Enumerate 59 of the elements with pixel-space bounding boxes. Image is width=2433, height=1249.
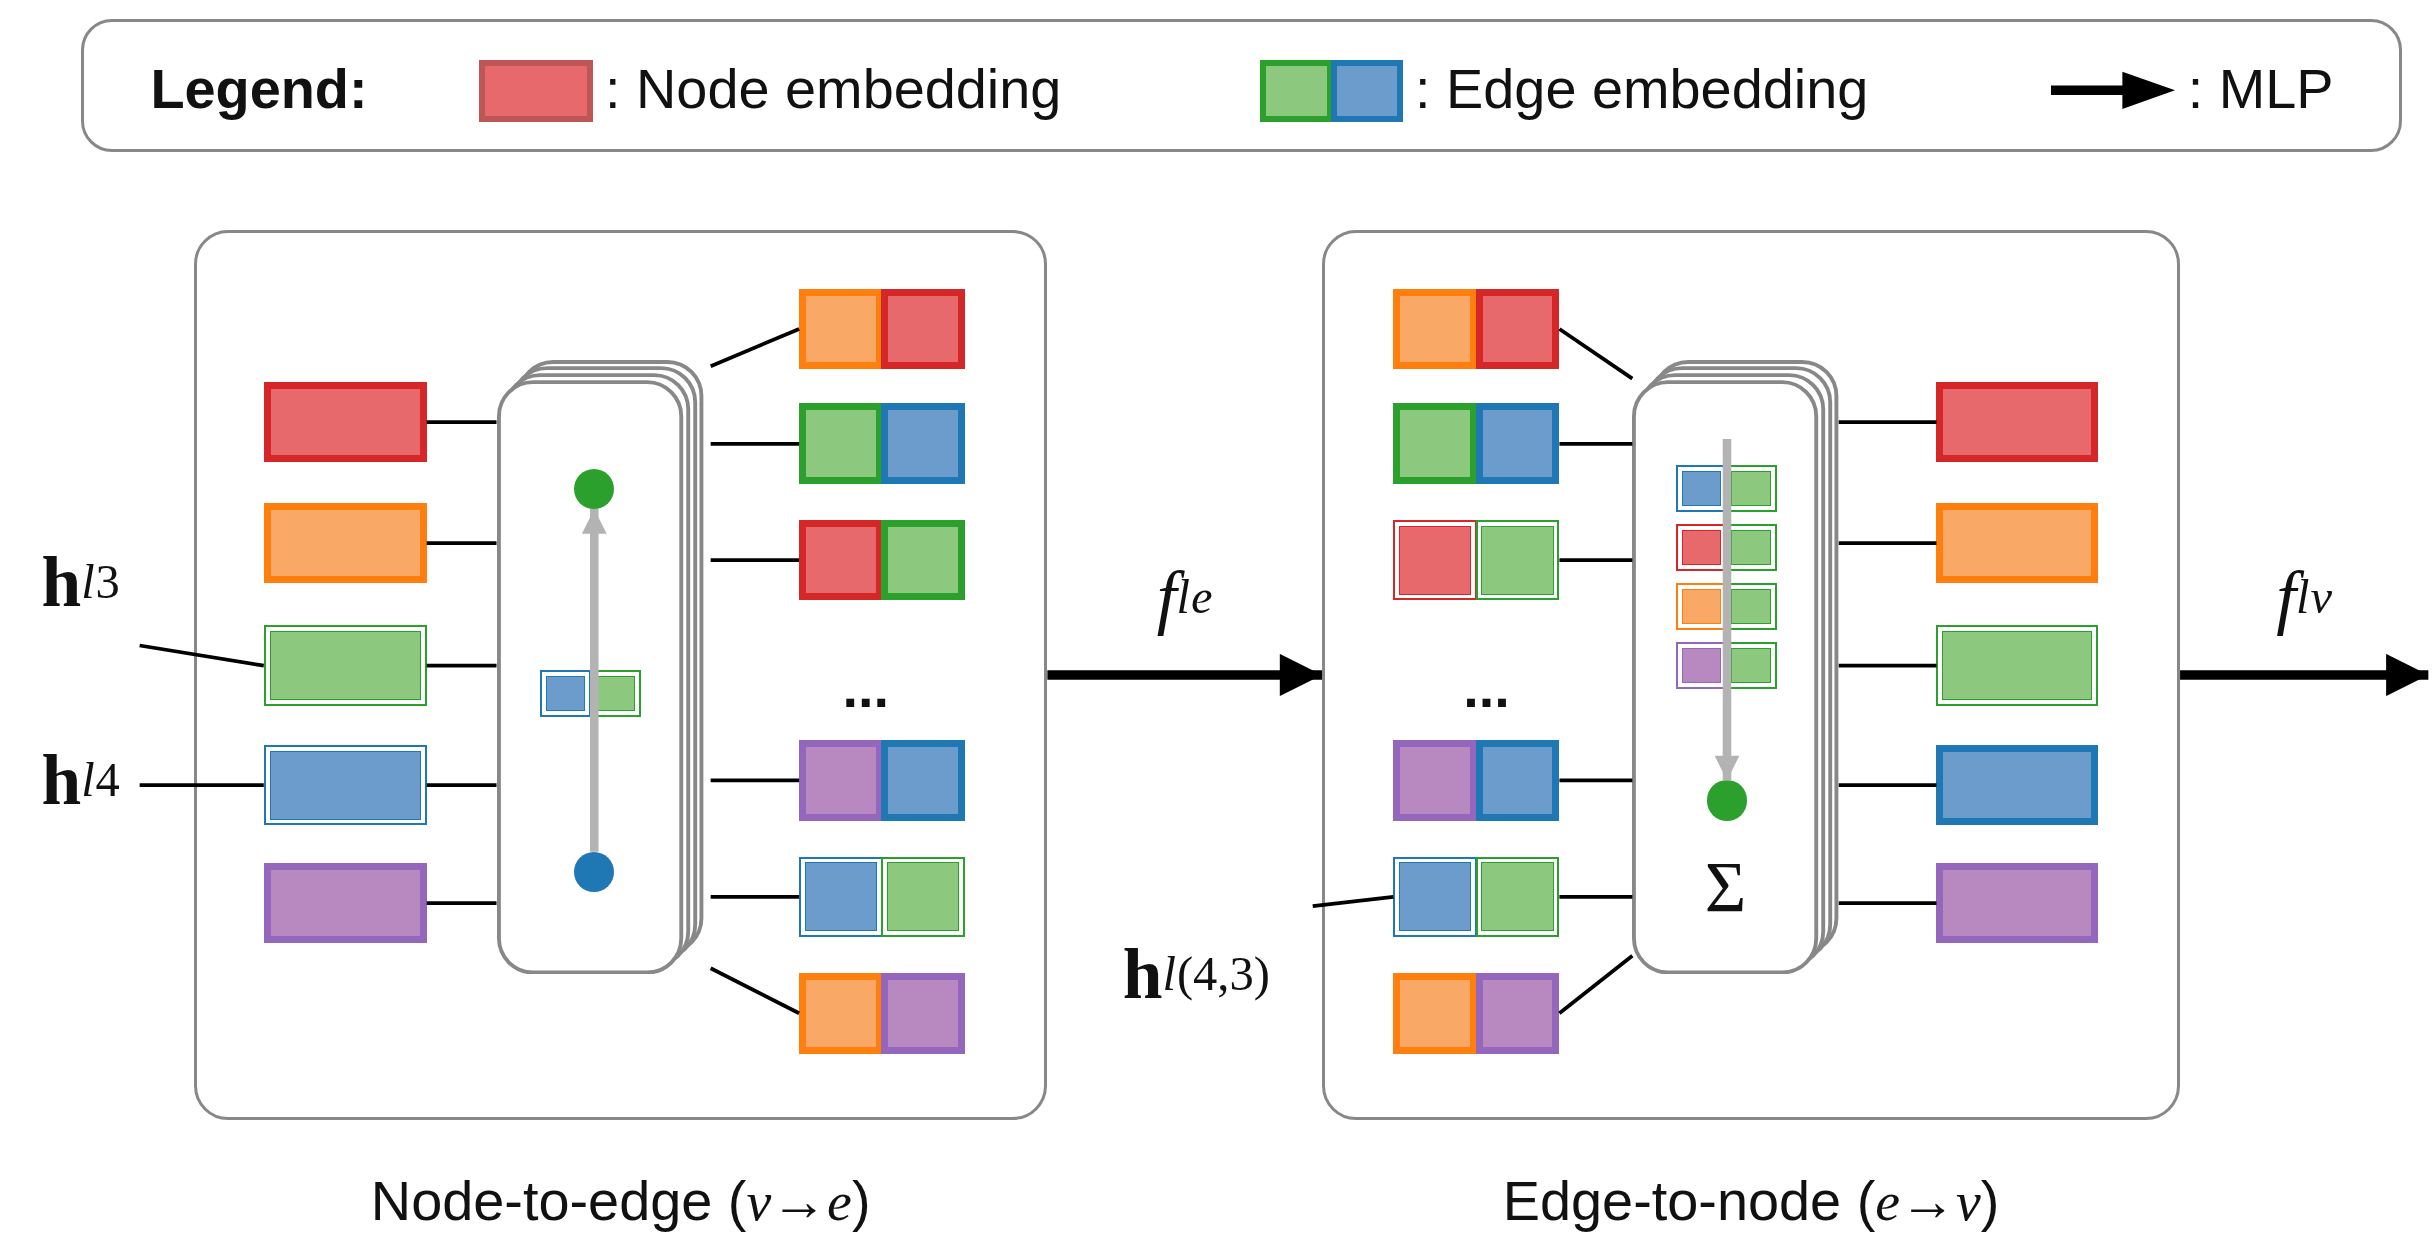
node-embedding-bar: [263, 381, 427, 463]
node-embedding-bar: [1936, 862, 2098, 944]
sum-symbol: Σ: [1703, 846, 1748, 929]
edge-embedding-pair: [1393, 740, 1560, 821]
leader-line: [139, 643, 265, 668]
connector-line: [1838, 901, 1937, 905]
ellipsis: ...: [1462, 654, 1511, 721]
legend-text: : Edge embedding: [1415, 55, 1870, 122]
connector-line: [1838, 420, 1937, 424]
arrow: [1714, 439, 1740, 781]
connector-line: [1559, 558, 1633, 562]
connector-line: [1838, 541, 1937, 545]
arrow: [1047, 653, 1322, 697]
edge-embedding-pair: [1393, 856, 1560, 938]
node-embedding-bar: [1936, 744, 2098, 826]
node-embedding-bar: [263, 625, 427, 706]
node-embedding-bar: [263, 862, 427, 944]
legend-title: Legend:: [150, 55, 369, 122]
connector-line: [1558, 954, 1634, 1015]
edge-embedding-pair: [799, 403, 966, 485]
edge-embedding-pair: [799, 856, 966, 938]
edge-embedding-pair: [799, 740, 966, 821]
arrow: [2180, 653, 2429, 697]
connector-line: [1559, 441, 1633, 446]
edge-embedding-pair: [799, 288, 966, 370]
connector-line: [710, 441, 800, 446]
node-embedding-bar: [1936, 625, 2098, 706]
edge-embedding-pair: [799, 519, 966, 601]
connector-line: [710, 778, 800, 783]
connector-line: [1838, 663, 1937, 668]
node-embedding-bar: [1936, 502, 2098, 584]
node-embedding-bar: [263, 502, 427, 584]
node-embedding-bar: [263, 744, 427, 826]
connector-line: [1559, 895, 1633, 899]
edge-embedding-pair: [1393, 403, 1560, 485]
edge-embedding-pair: [799, 972, 966, 1054]
connector-line: [426, 901, 497, 905]
connector-line: [426, 420, 497, 424]
node-embedding-bar: [1936, 381, 2098, 463]
connector-line: [709, 327, 800, 368]
legend-text: : Node embedding: [605, 55, 1063, 122]
connector-line: [1838, 783, 1937, 787]
panel-caption: Node-to-edge (v→e): [369, 1167, 872, 1234]
edge-embedding-pair: [1393, 972, 1560, 1054]
edge-embedding-pair: [1393, 519, 1560, 601]
arrow: [581, 508, 607, 852]
connector-line: [710, 558, 800, 562]
ellipsis: ...: [841, 654, 891, 721]
connector-line: [710, 895, 800, 899]
connector-line: [709, 966, 800, 1015]
connector-line: [426, 663, 497, 668]
panel-caption: Edge-to-node (e→v): [1501, 1167, 2001, 1234]
edge-embedding-pair: [1393, 288, 1560, 370]
leader-line: [139, 783, 264, 787]
connector-line: [1558, 327, 1634, 381]
connector-line: [1559, 778, 1633, 783]
legend-text: : MLP: [2187, 55, 2335, 122]
connector-line: [426, 541, 497, 545]
connector-line: [426, 783, 497, 787]
